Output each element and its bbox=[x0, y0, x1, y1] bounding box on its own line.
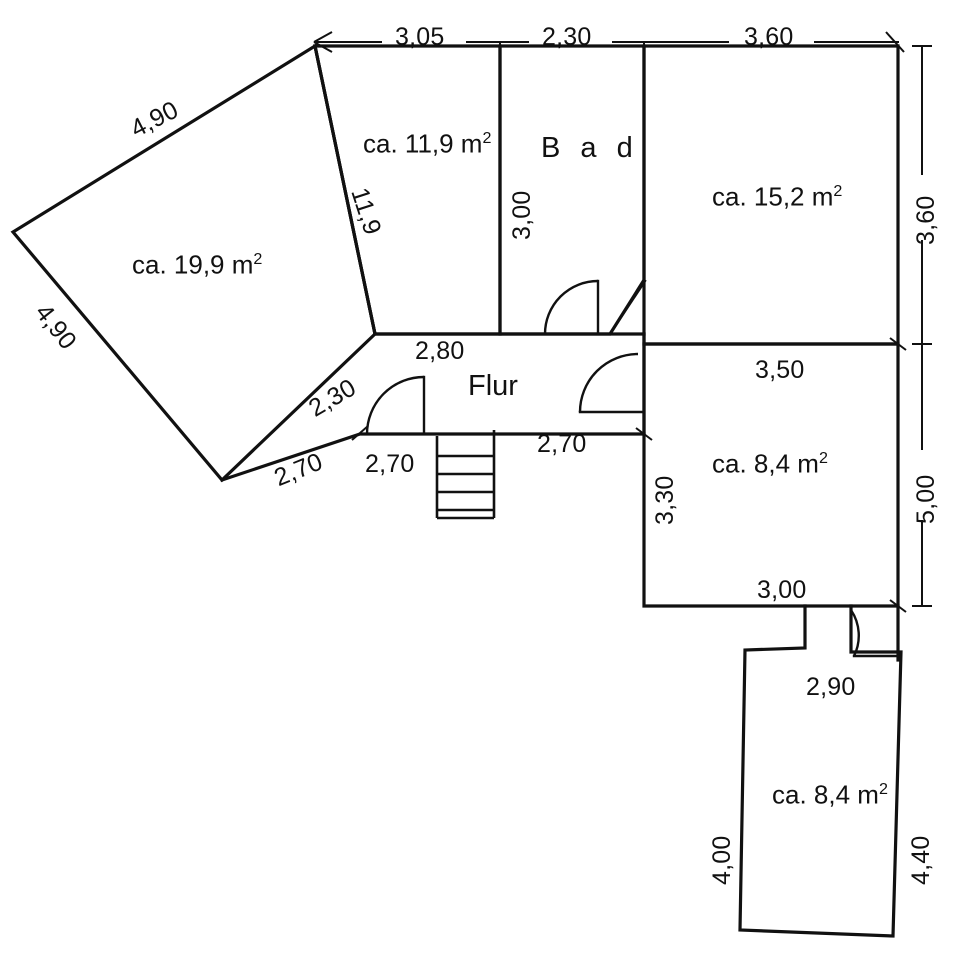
room-152-area-value: ca. 15,2 m bbox=[712, 181, 834, 212]
door-living-flur bbox=[365, 375, 426, 436]
dimension-balcony-290: 2,90 bbox=[806, 673, 856, 701]
dimension-balcony-400: 4,00 bbox=[708, 835, 736, 885]
dimension-flur-270-left: 2,70 bbox=[365, 450, 415, 478]
room-119-outline bbox=[313, 44, 502, 336]
room-84-right-area-value: ca. 8,4 m bbox=[712, 448, 819, 479]
room-84-right-area-exponent: 2 bbox=[818, 449, 828, 467]
room-152-area-exponent: 2 bbox=[833, 182, 843, 200]
dimension-right-350: 3,50 bbox=[755, 356, 805, 384]
room-119-area-value: ca. 11,9 m bbox=[363, 128, 483, 159]
room-84-balcony-outline bbox=[738, 604, 903, 938]
door-bad bbox=[543, 279, 647, 336]
dimension-flur-270-right: 2,70 bbox=[537, 430, 587, 458]
dimension-line-top bbox=[313, 31, 905, 66]
room-119-area: ca. 11,9 m2 bbox=[363, 130, 491, 157]
room-84-right-area: ca. 8,4 m2 bbox=[712, 450, 828, 477]
dimension-top-230: 2,30 bbox=[542, 23, 592, 51]
room-living-area-exponent: 2 bbox=[253, 250, 263, 268]
door-right-room bbox=[578, 352, 646, 414]
dimension-right-500: 5,00 bbox=[912, 474, 940, 524]
dimension-bottom-300: 3,00 bbox=[757, 576, 807, 604]
room-119-area-exponent: 2 bbox=[482, 129, 492, 147]
room-84-balcony-area-value: ca. 8,4 m bbox=[772, 779, 879, 810]
staircase bbox=[435, 430, 496, 520]
dimension-balcony-440: 4,40 bbox=[907, 835, 935, 885]
room-84-balcony-area: ca. 8,4 m2 bbox=[772, 781, 888, 808]
dimension-right-360: 3,60 bbox=[912, 195, 940, 245]
room-living-area: ca. 19,9 m2 bbox=[132, 251, 262, 278]
room-flur-name: Flur bbox=[468, 370, 518, 402]
dimension-ticks-interior bbox=[351, 337, 907, 613]
dimension-flur-280: 2,80 bbox=[415, 337, 465, 365]
room-living-area-value: ca. 19,9 m bbox=[132, 249, 254, 280]
room-152-area: ca. 15,2 m2 bbox=[712, 183, 842, 210]
dimension-top-360: 3,60 bbox=[744, 23, 794, 51]
room-bad-name: B a d bbox=[541, 132, 639, 164]
room-84-balcony-area-exponent: 2 bbox=[878, 780, 888, 798]
door-balcony bbox=[849, 609, 900, 658]
dimension-top-305: 3,05 bbox=[395, 23, 445, 51]
dimension-bad-300: 3,00 bbox=[508, 190, 536, 240]
dimension-right-330: 3,30 bbox=[651, 475, 679, 525]
dimension-line-right bbox=[912, 45, 932, 607]
